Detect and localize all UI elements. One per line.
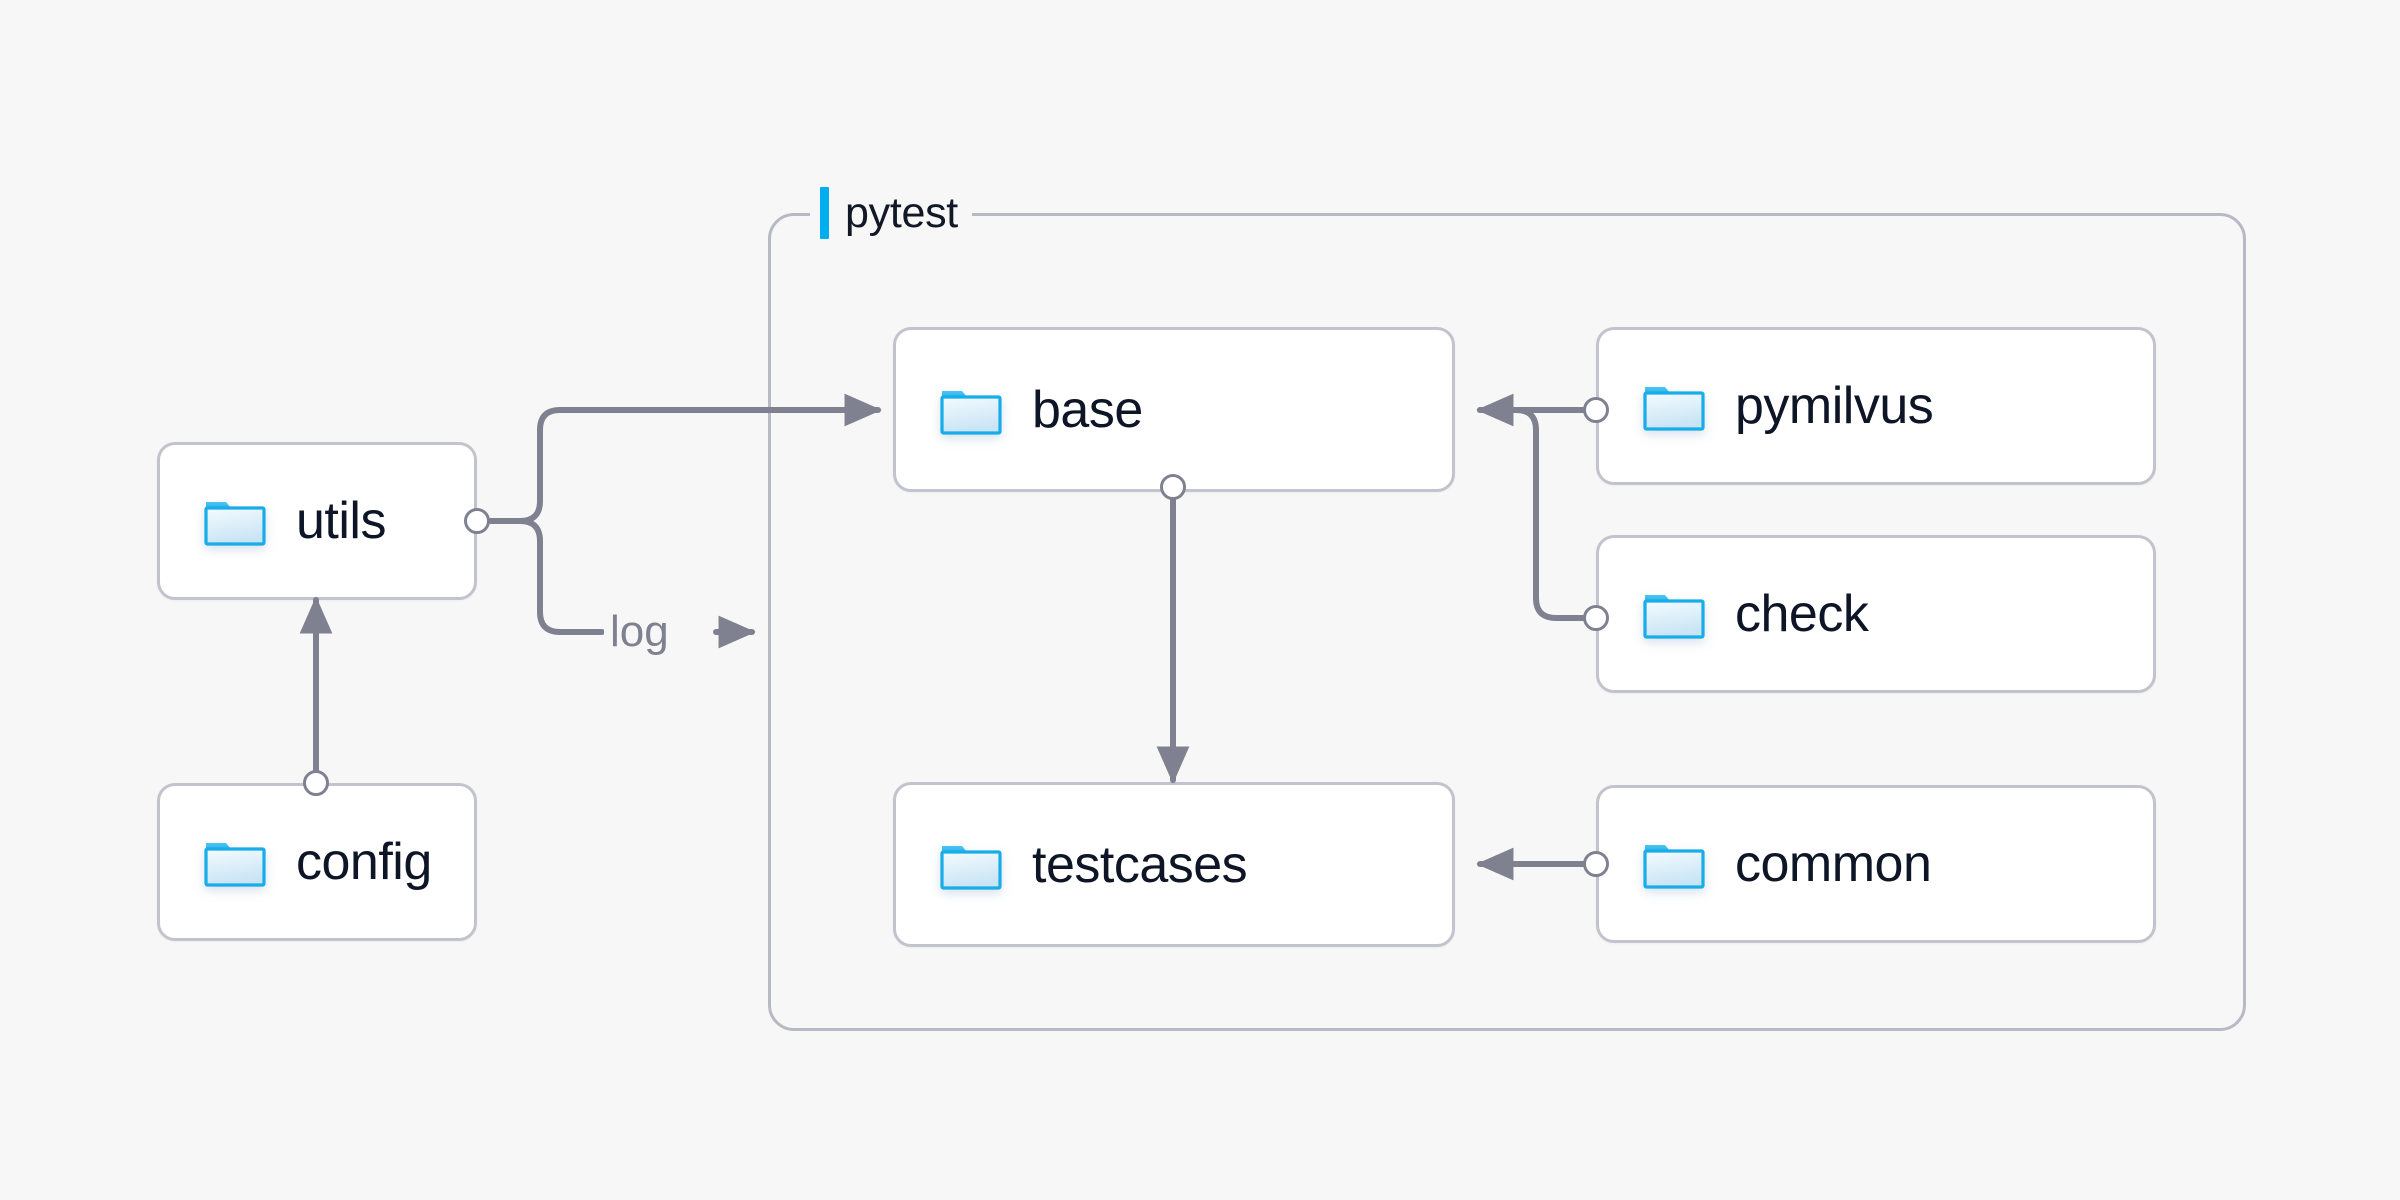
- node-common[interactable]: common: [1596, 785, 2156, 943]
- handle-base-bottom[interactable]: [1160, 474, 1186, 500]
- node-label: config: [296, 833, 432, 891]
- handle-check-left[interactable]: [1583, 605, 1609, 631]
- node-pymilvus[interactable]: pymilvus: [1596, 327, 2156, 485]
- node-utils[interactable]: utils: [157, 442, 477, 600]
- handle-common-left[interactable]: [1583, 851, 1609, 877]
- folder-icon: [940, 838, 1002, 892]
- folder-icon: [940, 383, 1002, 437]
- node-config[interactable]: config: [157, 783, 477, 941]
- node-label: check: [1735, 585, 1869, 643]
- folder-icon: [1643, 379, 1705, 433]
- node-base[interactable]: base: [893, 327, 1455, 492]
- node-check[interactable]: check: [1596, 535, 2156, 693]
- node-testcases[interactable]: testcases: [893, 782, 1455, 947]
- handle-pymilvus-left[interactable]: [1583, 397, 1609, 423]
- handle-config-top[interactable]: [303, 770, 329, 796]
- node-label: testcases: [1032, 835, 1248, 894]
- folder-icon: [1643, 837, 1705, 891]
- handle-utils-right[interactable]: [464, 508, 490, 534]
- node-label: common: [1735, 835, 1932, 893]
- node-label: base: [1032, 380, 1143, 439]
- group-pytest-label: pytest: [810, 185, 972, 241]
- group-pytest[interactable]: [768, 213, 2246, 1031]
- node-label: pymilvus: [1735, 377, 1934, 435]
- group-title: pytest: [845, 188, 958, 237]
- edge-label-log: log: [604, 610, 675, 654]
- accent-bar-icon: [820, 187, 829, 239]
- node-label: utils: [296, 492, 386, 550]
- folder-icon: [204, 835, 266, 889]
- folder-icon: [204, 494, 266, 548]
- folder-icon: [1643, 587, 1705, 641]
